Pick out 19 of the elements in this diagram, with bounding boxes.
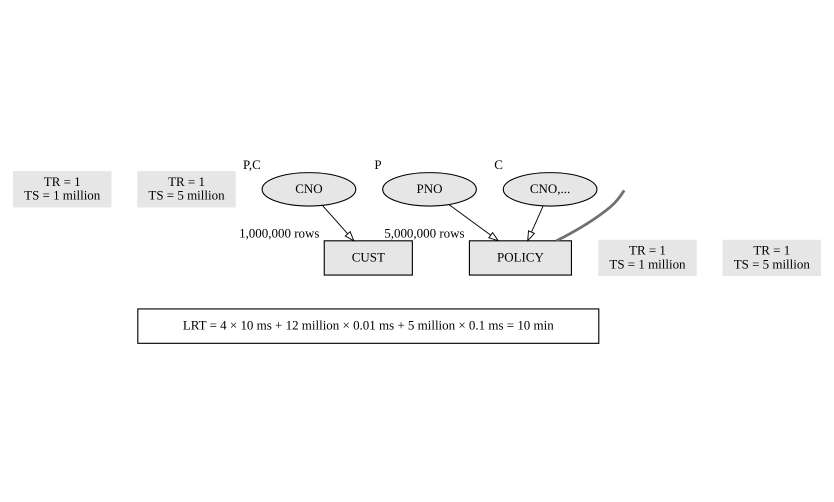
arrow <box>448 204 500 242</box>
node-label: C <box>494 157 503 172</box>
node-box: LRT = 4 × 10 ms + 12 million × 0.01 ms + 5 million × 0.1 ms = 10 min <box>137 308 600 344</box>
node-box: TR = 1 TS = 5 million <box>137 171 236 208</box>
node-ellipse: CNO,... <box>502 172 598 207</box>
node-ellipse: CNO <box>262 172 356 207</box>
node-label: 1,000,000 rows <box>239 225 320 240</box>
arrow <box>322 204 355 242</box>
node-label: 5,000,000 rows <box>384 225 465 240</box>
node-box: CUST <box>324 240 413 276</box>
node-box: TR = 1 TS = 1 million <box>12 171 112 208</box>
connector <box>556 190 626 242</box>
node-box: POLICY <box>468 240 572 276</box>
node-label: P,C <box>243 157 261 172</box>
node-box: TR = 1 TS = 5 million <box>722 240 822 276</box>
arrow <box>527 206 544 242</box>
node-label: P <box>374 157 382 172</box>
node-box: TR = 1 TS = 1 million <box>598 240 697 276</box>
node-ellipse: PNO <box>382 172 477 207</box>
